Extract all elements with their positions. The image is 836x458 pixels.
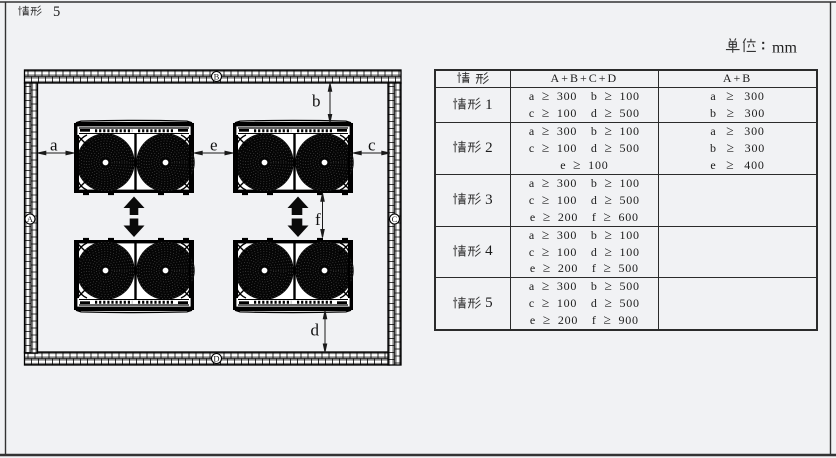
svg-text:D: D <box>213 354 219 364</box>
svg-text:5: 5 <box>53 4 60 20</box>
svg-text:f: f <box>315 210 321 229</box>
svg-text:d: d <box>311 321 320 340</box>
svg-text:c: c <box>368 136 376 155</box>
svg-text:a: a <box>50 136 58 155</box>
svg-text:mm: mm <box>772 40 797 57</box>
svg-text:e: e <box>210 136 218 155</box>
svg-text:b: b <box>312 92 321 111</box>
svg-text:A: A <box>27 214 34 224</box>
svg-text:C: C <box>392 214 398 224</box>
svg-text:B: B <box>214 72 220 82</box>
